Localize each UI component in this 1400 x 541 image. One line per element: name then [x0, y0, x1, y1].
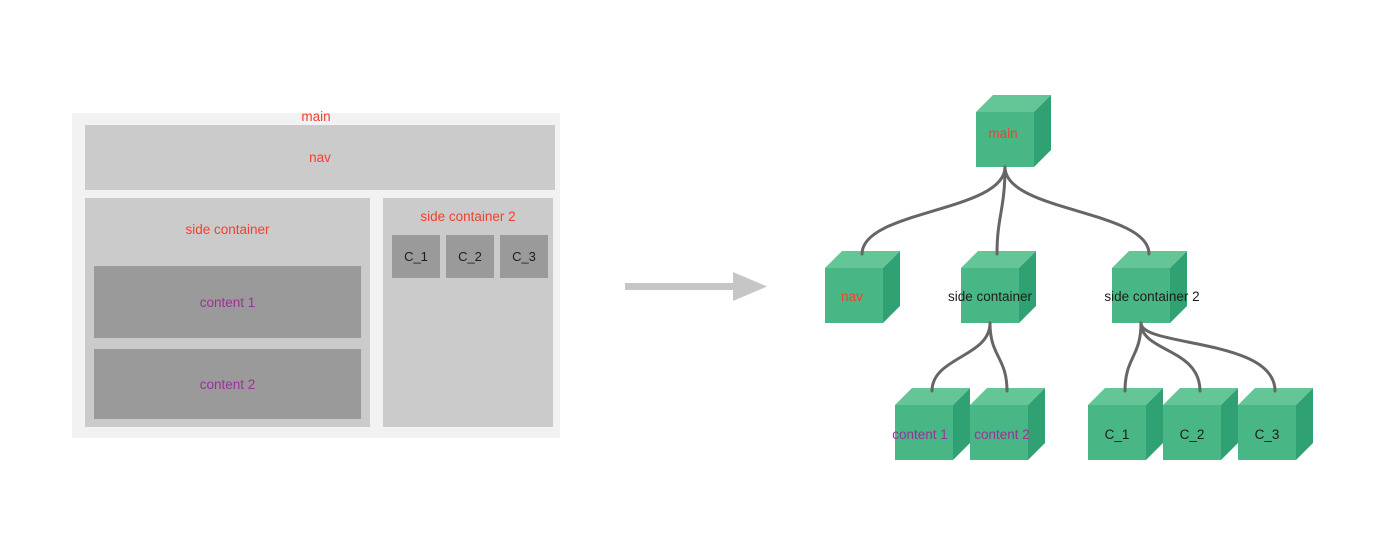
cube-right-face [1034, 95, 1051, 167]
tree-cube-side-container-2 [1112, 251, 1187, 323]
wireframe-side-container-2-label: side container 2 [420, 209, 516, 224]
wireframe-c2-label: C_2 [458, 249, 482, 264]
wireframe-side-container-label: side container [185, 222, 270, 237]
wireframe-c2-box: C_2 [446, 235, 494, 278]
tree-edge-side-container-2-c2 [1139, 321, 1202, 393]
wireframe-main-container: main nav side container content 1 conten… [72, 109, 560, 438]
dom-tree-diagram [825, 95, 1313, 460]
cube-right-face [1221, 388, 1238, 460]
cube-right-face [1019, 251, 1036, 323]
tree-node-c3-label: C_3 [1254, 427, 1280, 442]
cube-front-face [825, 268, 883, 323]
tree-edge-side-container-content-1 [930, 321, 992, 393]
tree-node-c2-label: C_2 [1179, 427, 1205, 442]
tree-edge-side-container-2-c1 [1123, 321, 1143, 393]
wireframe-content-2-box: content 2 [94, 349, 361, 419]
tree-cube-c-1 [1088, 388, 1163, 460]
cube-front-face [970, 405, 1028, 460]
tree-cube-content-1 [895, 388, 970, 460]
cube-front-face [895, 405, 953, 460]
cube-front-face [1112, 268, 1170, 323]
tree-node-nav-label: nav [841, 289, 863, 304]
cube-right-face [1146, 388, 1163, 460]
arrow-shaft [625, 283, 737, 290]
wireframe-side-container-2: side container 2 C_1 C_2 C_3 [383, 198, 553, 427]
right-arrow-icon [625, 272, 767, 301]
tree-edge-side-container-2-c3 [1139, 321, 1277, 393]
tree-node-main-label: main [988, 126, 1018, 141]
tree-node-c1-label: C_1 [1104, 427, 1130, 442]
tree-cube-side-container [961, 251, 1036, 323]
wireframe-c1-label: C_1 [404, 249, 428, 264]
arrow-head [733, 272, 767, 301]
wireframe-main-label: main [301, 109, 331, 124]
tree-edge-side-container-content-2 [988, 321, 1009, 393]
cube-right-face [1296, 388, 1313, 460]
tree-cube-main [976, 95, 1051, 167]
tree-cube-c-2 [1163, 388, 1238, 460]
tree-node-content-2-label: content 2 [974, 427, 1030, 442]
tree-cube-c-3 [1238, 388, 1313, 460]
cube-top-face [1163, 388, 1238, 405]
wireframe-side-container: side container content 1 content 2 [85, 198, 370, 427]
tree-cubes-layer [825, 95, 1313, 460]
wireframe-nav-label: nav [309, 150, 331, 165]
tree-edge-main-side-container-2 [1003, 165, 1151, 256]
cube-front-face [1238, 405, 1296, 460]
cube-right-face [1170, 251, 1187, 323]
cube-top-face [895, 388, 970, 405]
cube-front-face [1088, 405, 1146, 460]
tree-edge-main-nav [860, 165, 1007, 256]
tree-edges-layer [860, 165, 1277, 393]
tree-node-side-container-2-label: side container 2 [1104, 289, 1200, 304]
wireframe-content-2-label: content 2 [199, 376, 256, 392]
cube-top-face [970, 388, 1045, 405]
wireframe-c1-box: C_1 [392, 235, 440, 278]
tree-node-content-1-label: content 1 [892, 427, 948, 442]
cube-top-face [961, 251, 1036, 268]
tree-edge-main-side-container [995, 165, 1007, 256]
cube-front-face [961, 268, 1019, 323]
wireframe-content-1-label: content 1 [199, 294, 256, 310]
wireframe-content-1-box: content 1 [94, 266, 361, 338]
cube-right-face [1028, 388, 1045, 460]
wireframe-c3-box: C_3 [500, 235, 548, 278]
tree-node-side-container-label: side container [947, 289, 1033, 304]
cube-top-face [825, 251, 900, 268]
cube-top-face [1112, 251, 1187, 268]
cube-right-face [953, 388, 970, 460]
cube-right-face [883, 251, 900, 323]
wireframe-nav-bar: nav [85, 125, 555, 190]
tree-cube-nav [825, 251, 900, 323]
cube-front-face [976, 112, 1034, 167]
wireframe-c3-label: C_3 [512, 249, 536, 264]
cube-top-face [976, 95, 1051, 112]
cube-front-face [1163, 405, 1221, 460]
cube-top-face [1238, 388, 1313, 405]
tree-cube-content-2 [970, 388, 1045, 460]
cube-top-face [1088, 388, 1163, 405]
